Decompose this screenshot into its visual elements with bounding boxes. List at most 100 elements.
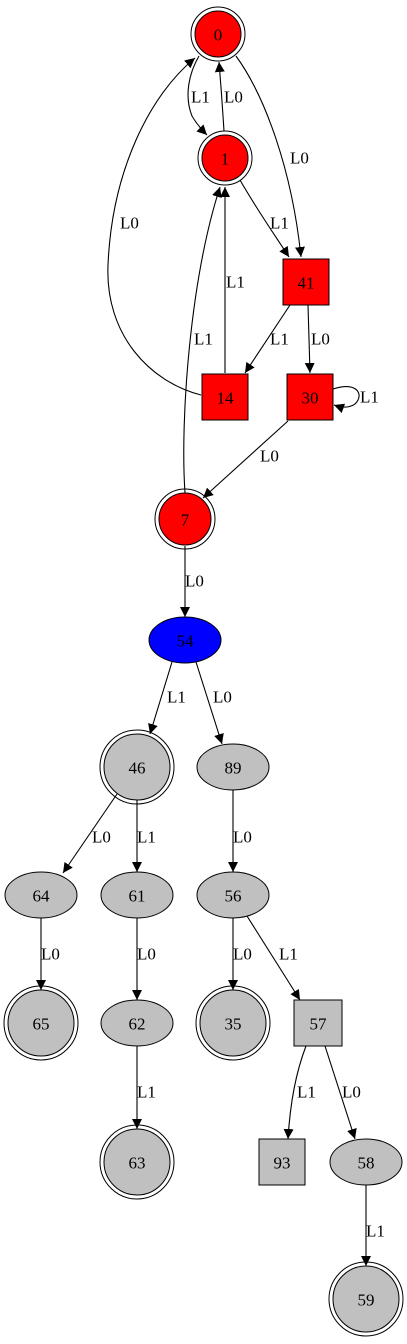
node-outer-ring	[99, 1124, 175, 1200]
node-label: 57	[310, 1015, 328, 1034]
node-label: 7	[181, 511, 190, 530]
node-label: 58	[358, 1154, 375, 1173]
node-label: 59	[358, 1291, 375, 1310]
edge-line	[148, 661, 173, 735]
node-outer-ring	[328, 1261, 404, 1337]
edge-label: L0	[260, 447, 279, 466]
edge-line	[214, 61, 225, 132]
nodes-layer: 0 1 41 14 30 7 54 46 89 64 61 56 65 62 35 57 63 93 58 59	[3, 6, 404, 1337]
node-outer-ring	[154, 488, 216, 550]
edge-label: L1	[226, 273, 245, 292]
node-ellipse	[100, 871, 174, 919]
node-circle	[158, 492, 212, 546]
node-89: 89	[196, 743, 270, 791]
edge-label: L1	[279, 945, 298, 964]
node-box	[258, 1138, 306, 1186]
edge-label: L0	[224, 88, 243, 107]
node-circle	[7, 989, 75, 1057]
edge-56-57: L1	[246, 915, 301, 1001]
edge-14-1: L1	[220, 187, 245, 373]
node-box	[282, 258, 330, 306]
node-1: 1	[197, 130, 253, 186]
edge-line	[195, 661, 224, 745]
node-63: 63	[99, 1124, 175, 1200]
node-label: 35	[225, 1015, 242, 1034]
edge-line	[332, 386, 360, 414]
edge-label: L1	[167, 688, 186, 707]
node-label: 93	[274, 1154, 291, 1173]
edge-line	[239, 179, 290, 258]
node-label: 89	[225, 759, 242, 778]
edge-41-14: L1	[244, 304, 291, 374]
node-outer-ring	[190, 6, 246, 62]
node-outer-ring	[99, 729, 175, 805]
edge-56-35: L0	[228, 918, 252, 990]
node-93: 93	[258, 1138, 306, 1186]
node-59: 59	[328, 1261, 404, 1337]
node-label: 65	[33, 1015, 50, 1034]
node-label: 30	[302, 389, 319, 408]
edge-7-1: L1	[183, 186, 222, 494]
node-outer-ring	[195, 985, 271, 1061]
edge-label: L1	[366, 1222, 385, 1241]
edge-label: L0	[342, 1083, 361, 1102]
node-label: 56	[225, 887, 242, 906]
node-label: 64	[33, 887, 51, 906]
node-35: 35	[195, 985, 271, 1061]
node-label: 54	[177, 632, 195, 651]
edge-62-63: L1	[132, 1046, 156, 1129]
edge-label: L0	[120, 214, 139, 233]
node-circle	[201, 134, 249, 182]
edge-label: L1	[270, 214, 289, 233]
edge-line	[107, 57, 202, 396]
node-label: 0	[214, 26, 223, 45]
edge-label: L1	[360, 388, 379, 407]
node-label: 62	[129, 1015, 146, 1034]
edge-label: L1	[191, 88, 210, 107]
edge-0-41: L0	[235, 55, 309, 258]
node-ellipse	[196, 743, 270, 791]
node-circle	[194, 10, 242, 58]
edge-57-93: L1	[283, 1045, 316, 1140]
edge-label: L0	[137, 945, 156, 964]
node-14: 14	[201, 373, 249, 421]
node-7: 7	[154, 488, 216, 550]
node-label: 1	[221, 150, 230, 169]
edge-label: L0	[213, 688, 232, 707]
node-46: 46	[99, 729, 175, 805]
edge-61-62: L0	[132, 918, 156, 1000]
node-circle	[332, 1265, 400, 1333]
node-30: 30	[286, 373, 334, 421]
edge-line	[183, 186, 222, 494]
node-58: 58	[329, 1138, 403, 1186]
edge-label: L0	[233, 828, 252, 847]
edge-label: L0	[290, 149, 309, 168]
edge-41-30: L0	[304, 304, 330, 374]
edge-line	[244, 304, 291, 374]
node-label: 61	[129, 887, 146, 906]
edge-label: L0	[311, 330, 330, 349]
node-ellipse	[4, 871, 78, 919]
edge-label: L0	[185, 572, 204, 591]
node-label: 63	[129, 1154, 146, 1173]
node-outer-ring	[197, 130, 253, 186]
node-65: 65	[3, 985, 79, 1061]
node-box	[286, 373, 334, 421]
edge-label: L0	[233, 945, 252, 964]
node-ellipse	[329, 1138, 403, 1186]
node-56: 56	[196, 871, 270, 919]
edge-line	[304, 304, 315, 374]
edge-0-1: L1	[187, 55, 210, 136]
node-41: 41	[282, 258, 330, 306]
node-outer-ring	[3, 985, 79, 1061]
edge-line	[187, 55, 208, 136]
edge-label: L0	[92, 828, 111, 847]
edge-line	[202, 420, 289, 499]
edge-1-0: L0	[214, 61, 243, 132]
edge-line	[62, 793, 118, 874]
node-0: 0	[190, 6, 246, 62]
node-box	[293, 999, 343, 1047]
node-box	[201, 373, 249, 421]
node-54: 54	[148, 616, 222, 664]
